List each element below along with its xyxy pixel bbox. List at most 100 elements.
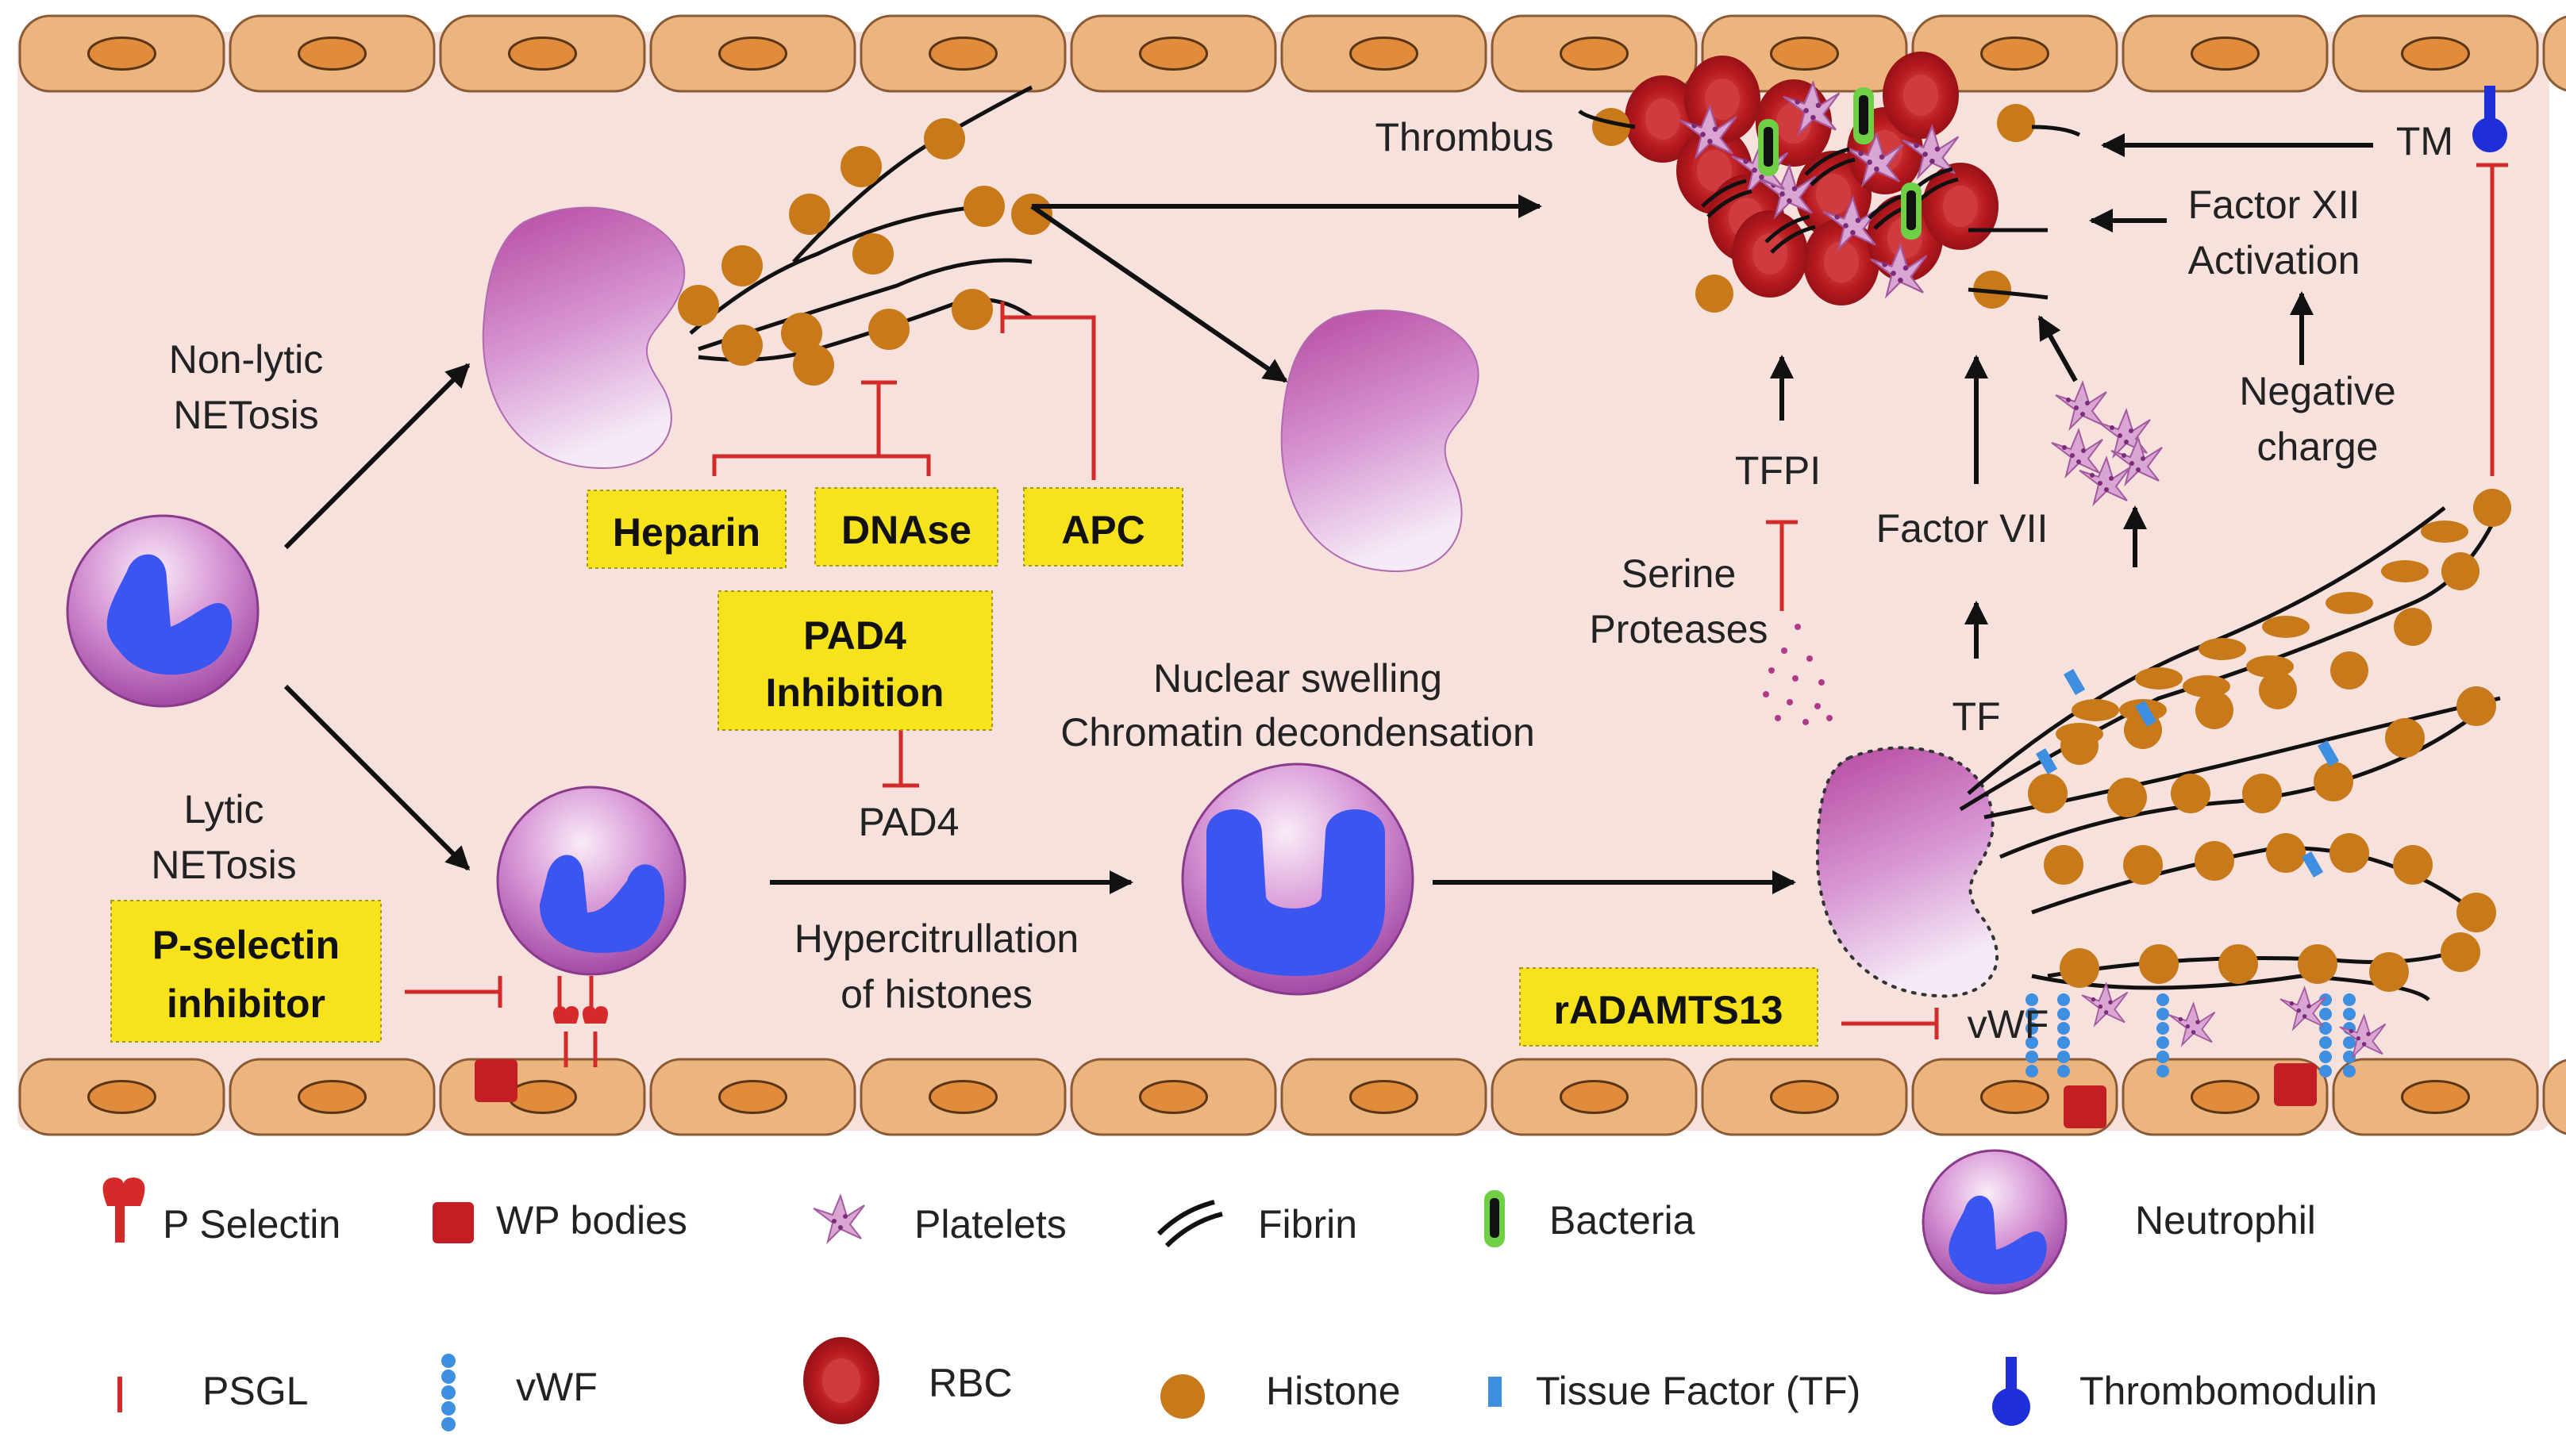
legend-label-tissue-factor: Tissue Factor (TF) bbox=[1536, 1369, 1860, 1413]
label-thrombus: Thrombus bbox=[1375, 115, 1553, 159]
inhibitor-apc: APC bbox=[1023, 487, 1183, 567]
fibrin bbox=[1804, 147, 1850, 176]
histone bbox=[2326, 592, 2373, 614]
svg-text:P-selectin: P-selectin bbox=[152, 923, 340, 967]
label-factor-xii-2: Activation bbox=[2188, 238, 2360, 282]
svg-text:Inhibition: Inhibition bbox=[766, 670, 944, 715]
legend: P Selectin WP bodies Platelets Fibrin Ba… bbox=[102, 1149, 2377, 1431]
vwf-unit bbox=[2156, 1065, 2169, 1078]
anuclear-neutrophil-upper bbox=[482, 206, 686, 470]
histone bbox=[1997, 104, 2035, 142]
histone bbox=[2123, 845, 2163, 885]
vwf-strands bbox=[2025, 982, 2387, 1078]
histone bbox=[789, 194, 830, 235]
vwf-unit bbox=[2343, 993, 2356, 1006]
tissue-factor-icon bbox=[1488, 1377, 1502, 1407]
fibrin bbox=[1701, 179, 1747, 208]
fibrin bbox=[1810, 157, 1856, 186]
endothelium-top bbox=[18, 14, 2566, 93]
vwf-unit bbox=[2025, 1051, 2038, 1063]
legend-label-fibrin: Fibrin bbox=[1258, 1202, 1357, 1247]
label-non-lytic: Non-lytic bbox=[169, 337, 323, 382]
vwf-unit bbox=[2319, 1051, 2332, 1063]
resting-neutrophil bbox=[66, 514, 260, 708]
legend-label-p-selectin: P Selectin bbox=[163, 1202, 340, 1247]
label-proteases: Proteases bbox=[1589, 607, 1768, 651]
histone bbox=[2330, 651, 2368, 690]
histone bbox=[2218, 944, 2258, 984]
platelet bbox=[1902, 123, 1960, 180]
vwf-unit bbox=[2343, 1036, 2356, 1049]
thrombomodulin-marker bbox=[2472, 86, 2507, 152]
inhibitor-radamts13: rADAMTS13 bbox=[1519, 967, 1818, 1047]
vwf-icon bbox=[441, 1354, 456, 1431]
endothelial-nucleus bbox=[1560, 1080, 1629, 1114]
histone bbox=[2473, 489, 2511, 527]
endothelial-nucleus bbox=[2191, 36, 2260, 71]
endothelial-nucleus bbox=[298, 1080, 367, 1114]
histone bbox=[2456, 893, 2496, 932]
platelet bbox=[2081, 982, 2129, 1028]
legend-label-thrombomodulin: Thrombomodulin bbox=[2079, 1369, 2377, 1413]
histone bbox=[952, 289, 993, 330]
vwf-unit bbox=[2156, 1051, 2169, 1063]
histone bbox=[2266, 833, 2306, 873]
histone bbox=[2456, 686, 2496, 726]
vwf-unit bbox=[2025, 1022, 2038, 1035]
serine-protease bbox=[1826, 715, 1833, 721]
histone bbox=[2441, 932, 2480, 972]
chromatin-strand bbox=[2031, 974, 2430, 1001]
histone bbox=[2441, 552, 2479, 590]
vwf-unit bbox=[2156, 1036, 2169, 1049]
legend-label-platelets: Platelets bbox=[914, 1202, 1067, 1247]
histone bbox=[678, 285, 719, 326]
histone bbox=[2329, 833, 2369, 873]
serine-protease bbox=[1802, 719, 1809, 725]
endothelial-nucleus bbox=[2401, 36, 2470, 71]
histone bbox=[964, 186, 1005, 227]
endothelium-bottom bbox=[18, 1058, 2566, 1136]
legend-label-bacteria: Bacteria bbox=[1549, 1198, 1695, 1243]
histone bbox=[793, 344, 834, 386]
serine-protease bbox=[1818, 679, 1825, 686]
chromatin-strand bbox=[1967, 506, 2446, 795]
endothelial-nucleus bbox=[1560, 36, 1629, 71]
platelet bbox=[2339, 1013, 2387, 1059]
histone bbox=[2060, 948, 2099, 988]
tissue-factor bbox=[2035, 747, 2058, 774]
label-tm: TM bbox=[2396, 119, 2453, 163]
fibrin bbox=[2031, 125, 2081, 137]
histone bbox=[924, 118, 965, 159]
vwf-unit bbox=[2025, 1065, 2038, 1078]
fibrin-icon bbox=[1156, 1200, 1223, 1248]
vwf-unit bbox=[2057, 1022, 2070, 1035]
platelet bbox=[2279, 985, 2327, 1031]
legend-label-neutrophil: Neutrophil bbox=[2135, 1198, 2316, 1243]
svg-text:APC: APC bbox=[1061, 508, 1145, 552]
swollen-nucleus-neutrophil bbox=[1181, 763, 1414, 996]
label-negative-charge-2: charge bbox=[2257, 425, 2379, 469]
endothelial-nucleus bbox=[2191, 1080, 2260, 1114]
svg-text:Heparin: Heparin bbox=[613, 510, 760, 555]
fibrin bbox=[1770, 225, 1816, 254]
svg-text:inhibitor: inhibitor bbox=[167, 982, 325, 1026]
serine-protease bbox=[1775, 715, 1781, 721]
inhibitor-pad4: PAD4 Inhibition bbox=[717, 590, 993, 731]
serine-protease-particles bbox=[1763, 624, 1833, 725]
endothelial-nucleus bbox=[929, 1080, 998, 1114]
platelet bbox=[2110, 436, 2163, 487]
histone bbox=[1592, 108, 1630, 146]
vwf-unit bbox=[2156, 1008, 2169, 1020]
serine-protease bbox=[1787, 699, 1793, 705]
fibrin bbox=[1764, 214, 1810, 244]
tissue-factor bbox=[2134, 701, 2157, 727]
vwf-unit bbox=[2156, 993, 2169, 1006]
wp-body-1 bbox=[475, 1059, 517, 1102]
p-selectin-icon bbox=[102, 1177, 145, 1243]
net-strands-lower bbox=[1959, 489, 2511, 1001]
svg-text:PAD4: PAD4 bbox=[803, 613, 906, 658]
vwf-unit bbox=[2025, 1036, 2038, 1049]
wp-body-2 bbox=[2064, 1085, 2106, 1128]
vwf-unit bbox=[2343, 1065, 2356, 1078]
